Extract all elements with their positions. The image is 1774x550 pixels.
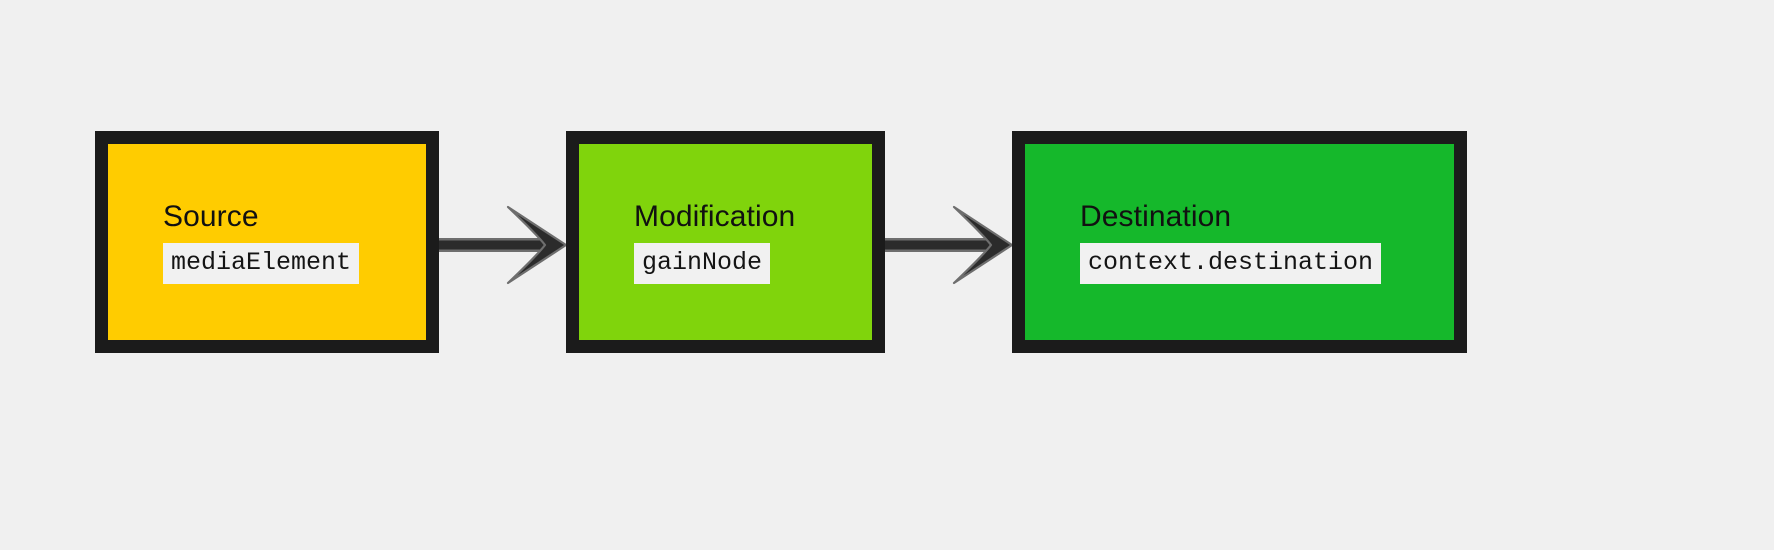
edge-modification-to-destination bbox=[885, 205, 1014, 285]
node-source-content: Source mediaElement bbox=[108, 144, 426, 340]
node-destination-content: Destination context.destination bbox=[1025, 144, 1454, 340]
node-destination-title: Destination bbox=[1080, 199, 1232, 233]
node-source-title: Source bbox=[163, 199, 259, 233]
node-destination-code: context.destination bbox=[1080, 243, 1382, 284]
node-source-code: mediaElement bbox=[163, 243, 360, 284]
node-modification-title: Modification bbox=[634, 199, 796, 233]
edge-source-to-modification bbox=[439, 205, 568, 285]
node-modification[interactable]: Modification gainNode bbox=[566, 131, 885, 353]
node-destination[interactable]: Destination context.destination bbox=[1012, 131, 1467, 353]
node-modification-code: gainNode bbox=[634, 243, 771, 284]
node-source[interactable]: Source mediaElement bbox=[95, 131, 439, 353]
node-modification-content: Modification gainNode bbox=[579, 144, 872, 340]
